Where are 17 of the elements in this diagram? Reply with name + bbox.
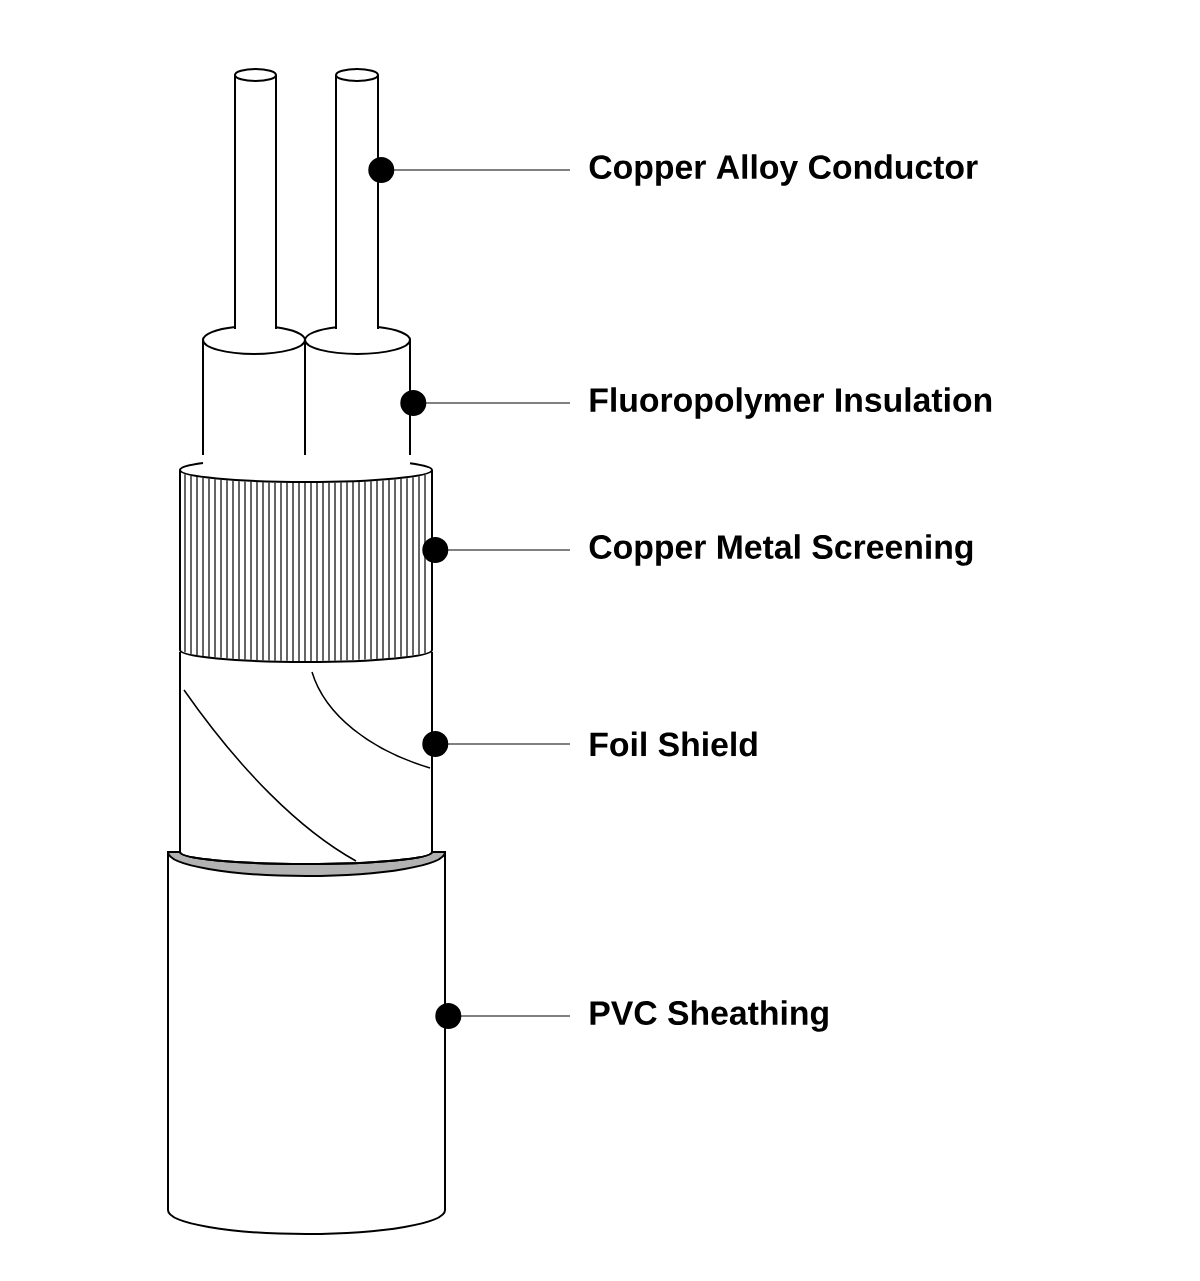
part-label: Foil Shield <box>590 731 757 757</box>
part-label: Copper Metal Screening <box>589 534 973 566</box>
part-label: Copper Alloy Conductor <box>589 154 978 186</box>
foil-layer <box>179 651 433 865</box>
braided-screen <box>179 462 433 663</box>
leader-line <box>368 157 571 183</box>
insulated-core <box>304 326 411 456</box>
leader-line <box>422 731 571 757</box>
part-label: PVC Sheathing <box>590 1000 828 1032</box>
sheath-cylinder <box>167 851 447 1235</box>
insulated-core <box>202 326 306 456</box>
leader-line <box>435 1003 571 1029</box>
leader-line <box>400 390 571 416</box>
conductor-wire <box>233 68 278 330</box>
part-label: Fluoropolymer Insulation <box>590 387 992 419</box>
leader-line <box>422 537 571 563</box>
conductor-wire <box>335 68 379 330</box>
